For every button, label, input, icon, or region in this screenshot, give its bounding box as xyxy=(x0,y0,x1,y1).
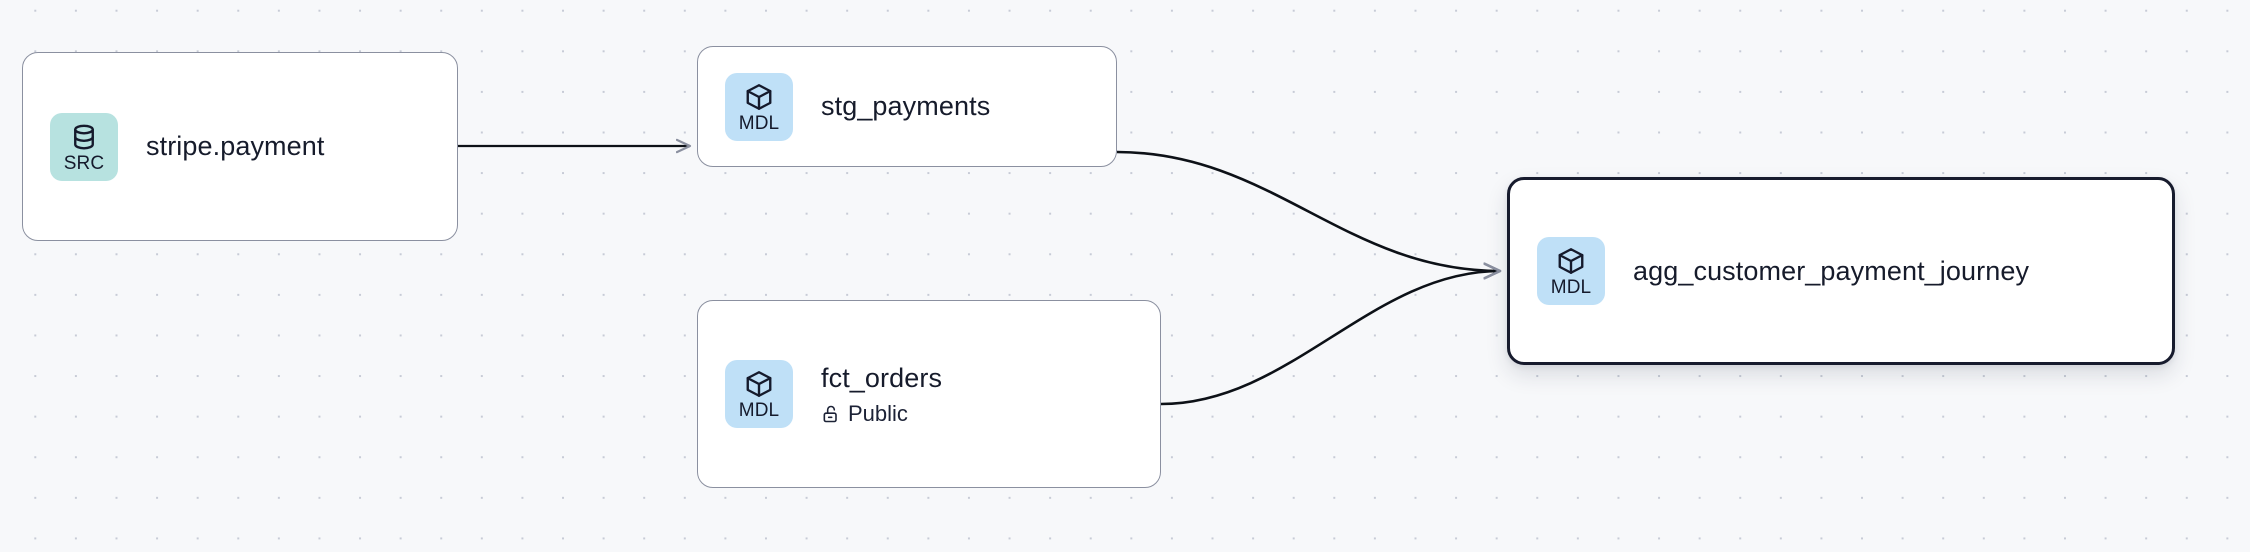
node-stg-payments[interactable]: MDL stg_payments xyxy=(697,46,1117,167)
badge-label: MDL xyxy=(738,112,780,134)
node-type-badge-mdl: MDL xyxy=(1537,237,1605,305)
badge-label: MDL xyxy=(1550,277,1592,298)
node-title: fct_orders xyxy=(821,362,943,393)
node-type-badge-mdl: MDL xyxy=(725,360,793,428)
node-stripe-payment[interactable]: SRC stripe.payment xyxy=(22,52,458,241)
cube-icon xyxy=(1558,248,1584,274)
database-icon xyxy=(74,124,94,149)
node-visibility: Public xyxy=(821,401,942,427)
badge-label: MDL xyxy=(738,400,780,421)
node-type-badge-src: SRC xyxy=(50,112,118,181)
node-body: stg_payments xyxy=(821,90,990,123)
node-title: stg_payments xyxy=(821,91,991,121)
node-fct-orders[interactable]: MDL fct_orders Public xyxy=(697,300,1161,488)
unlock-icon xyxy=(823,405,837,422)
cube-icon xyxy=(746,83,772,110)
node-title: agg_customer_payment_journey xyxy=(1633,255,2030,286)
node-visibility-label: Public xyxy=(848,400,908,426)
node-agg-customer-payment-journey[interactable]: MDL agg_customer_payment_journey xyxy=(1507,177,2175,365)
cube-icon xyxy=(746,371,772,397)
badge-label: SRC xyxy=(63,152,105,174)
node-type-badge-mdl: MDL xyxy=(725,72,793,141)
node-body: fct_orders Public xyxy=(821,362,942,427)
node-body: stripe.payment xyxy=(146,130,324,163)
node-title: stripe.payment xyxy=(146,131,325,161)
node-body: agg_customer_payment_journey xyxy=(1633,255,2029,288)
edge-fct-to-agg xyxy=(1160,271,1500,406)
edge-stg-to-agg xyxy=(1116,150,1500,271)
